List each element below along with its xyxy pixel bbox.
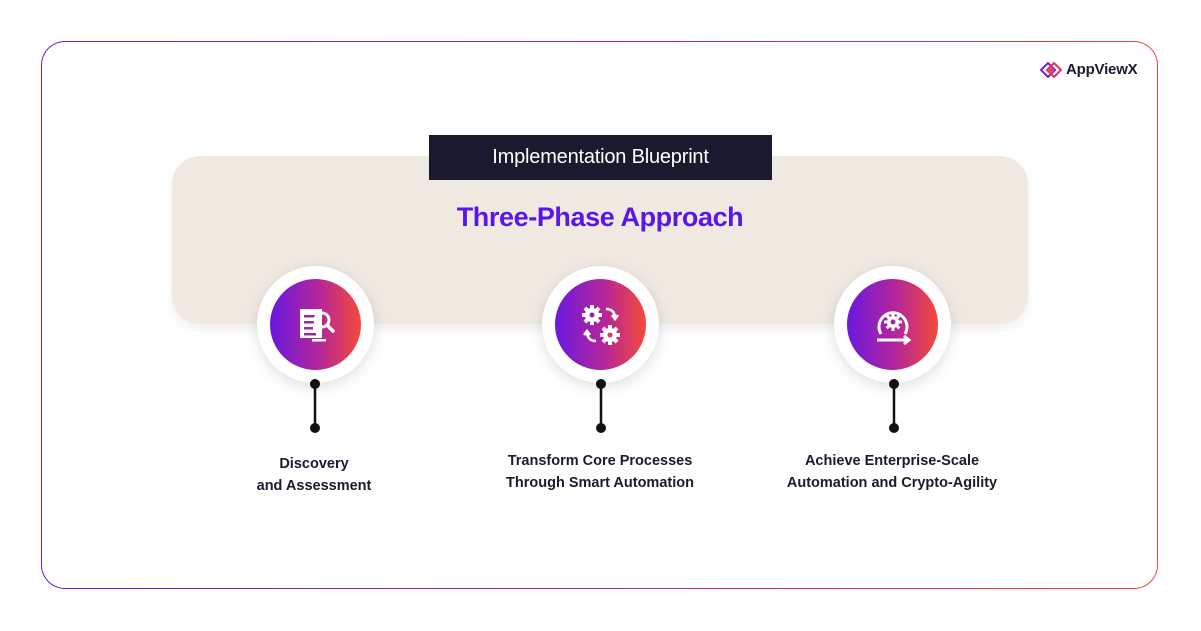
- phase-label-line: Transform Core Processes: [507, 453, 693, 469]
- phase-connector-3: [889, 379, 899, 433]
- approach-title: Three-Phase Approach: [456, 202, 744, 232]
- phase-icon-circle: [847, 279, 938, 370]
- phase-label-line: Discovery: [279, 456, 349, 472]
- phase-node-3: [834, 266, 951, 383]
- blueprint-badge: Implementation Blueprint: [429, 135, 772, 180]
- phase-node-1: [257, 266, 374, 383]
- phase-label-line: Through Smart Automation: [506, 475, 694, 491]
- phase-connector-2: [596, 379, 606, 433]
- gears-cycle-icon: [581, 304, 620, 345]
- gear-loop-arrow-icon: [876, 310, 911, 345]
- document-search-icon: [299, 308, 335, 341]
- brand-name: AppViewX: [1066, 61, 1138, 78]
- phase-icon-circle: [555, 279, 646, 370]
- phase-label-2: Transform Core Processes Through Smart A…: [450, 450, 750, 494]
- phase-label-3: Achieve Enterprise-Scale Automation and …: [742, 450, 1042, 494]
- phase-icon-circle: [270, 279, 361, 370]
- phase-label-line: Achieve Enterprise-Scale: [804, 453, 980, 469]
- phase-connector-1: [310, 379, 320, 433]
- brand-logo: AppViewX: [1040, 61, 1138, 78]
- appviewx-logo-icon: [1040, 61, 1062, 78]
- phase-label-line: Automation and Crypto-Agility: [786, 475, 998, 491]
- phase-label-line: and Assessment: [256, 478, 372, 494]
- phase-node-2: [542, 266, 659, 383]
- phase-label-1: Discovery and Assessment: [164, 453, 464, 497]
